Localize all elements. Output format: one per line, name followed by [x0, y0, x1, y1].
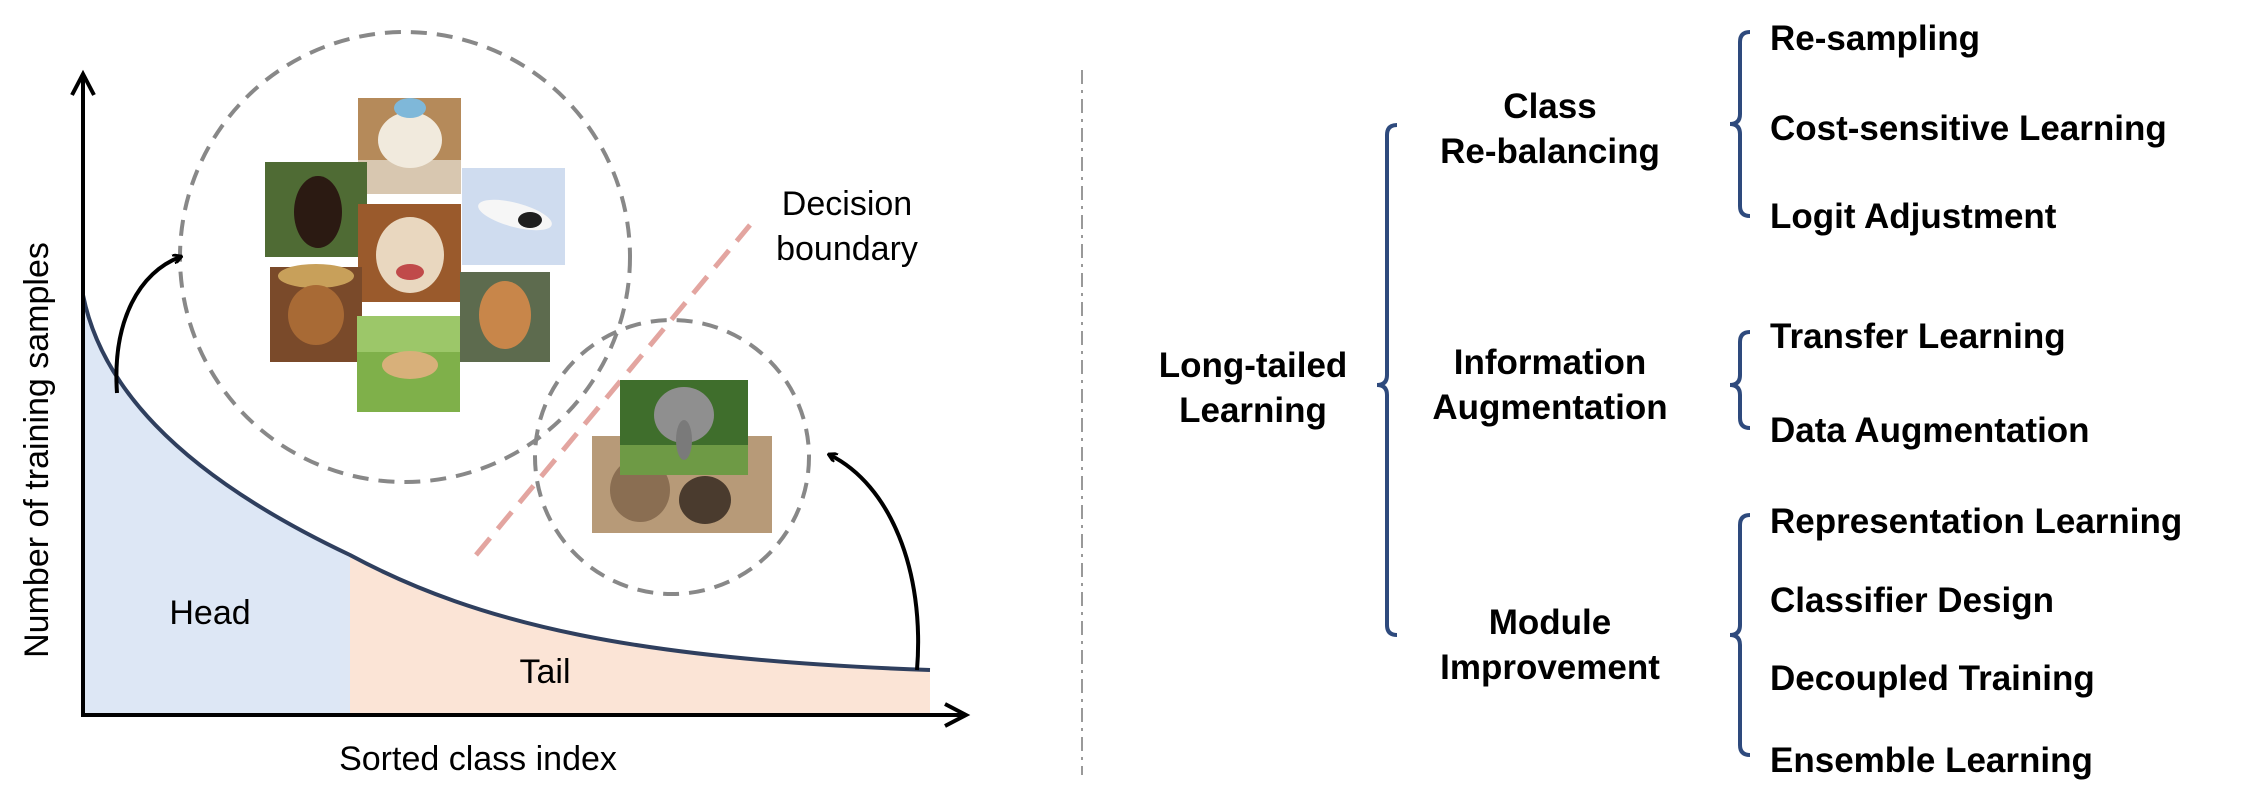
dog-photo: [265, 162, 367, 257]
tail-arrow: [830, 455, 921, 671]
tail-region: [350, 555, 930, 715]
item-re-sampling: Re-sampling: [1770, 19, 1980, 58]
item-decoupled-training: Decoupled Training: [1770, 659, 2095, 698]
root-label-line1: Long-tailed: [1159, 346, 1348, 385]
group-1-label-line1: Class: [1503, 87, 1596, 126]
group-1-label-line2: Re-balancing: [1440, 132, 1660, 171]
item-representation-learning: Representation Learning: [1770, 502, 2182, 541]
dog-photo: [460, 272, 550, 362]
head-arrow: [114, 257, 180, 394]
x-axis-arrow-icon: [944, 702, 971, 728]
item-classifier-design: Classifier Design: [1770, 581, 2054, 620]
y-axis-arrow-icon: [70, 69, 96, 96]
dog-photo: [462, 168, 565, 265]
root-label-line2: Learning: [1179, 391, 1327, 430]
item-data-augmentation: Data Augmentation: [1770, 411, 2090, 450]
group-2-label-line2: Augmentation: [1432, 388, 1667, 427]
y-axis-label: Number of training samples: [18, 242, 56, 658]
item-transfer-learning: Transfer Learning: [1770, 317, 2066, 356]
tail-image-group: [592, 380, 772, 533]
taxonomy-tree: Long-tailed Learning Class Re-balancing …: [1159, 19, 2183, 780]
dog-photo: [358, 98, 461, 194]
dog-photo: [358, 204, 461, 302]
group-2-bracket: [1729, 330, 1751, 430]
item-logit-adjustment: Logit Adjustment: [1770, 197, 2057, 236]
item-cost-sensitive-learning: Cost-sensitive Learning: [1770, 109, 2167, 148]
head-region: [83, 295, 350, 715]
group-3-label-line2: Improvement: [1440, 648, 1660, 687]
decision-boundary-line: [474, 223, 752, 557]
tail-label: Tail: [519, 653, 570, 691]
group-2-label-line1: Information: [1454, 343, 1646, 382]
group-3-label-line1: Module: [1489, 603, 1611, 642]
decision-boundary-label-line1: Decision: [782, 185, 912, 223]
x-axis-label: Sorted class index: [339, 740, 617, 778]
item-ensemble-learning: Ensemble Learning: [1770, 741, 2093, 780]
long-tail-curve: [81, 294, 931, 672]
group-1-bracket: [1729, 30, 1751, 218]
head-label: Head: [169, 594, 250, 632]
head-image-group: [265, 98, 565, 412]
dog-photo: [357, 316, 460, 412]
root-bracket: [1376, 123, 1398, 637]
elephant-photo: [620, 380, 748, 475]
group-3-bracket: [1729, 513, 1751, 757]
long-tail-chart: Number of training samples Sorted class …: [18, 30, 971, 778]
decision-boundary-label-line2: boundary: [776, 230, 918, 268]
tail-cluster-circle: [533, 318, 811, 596]
dog-photo: [270, 264, 362, 362]
